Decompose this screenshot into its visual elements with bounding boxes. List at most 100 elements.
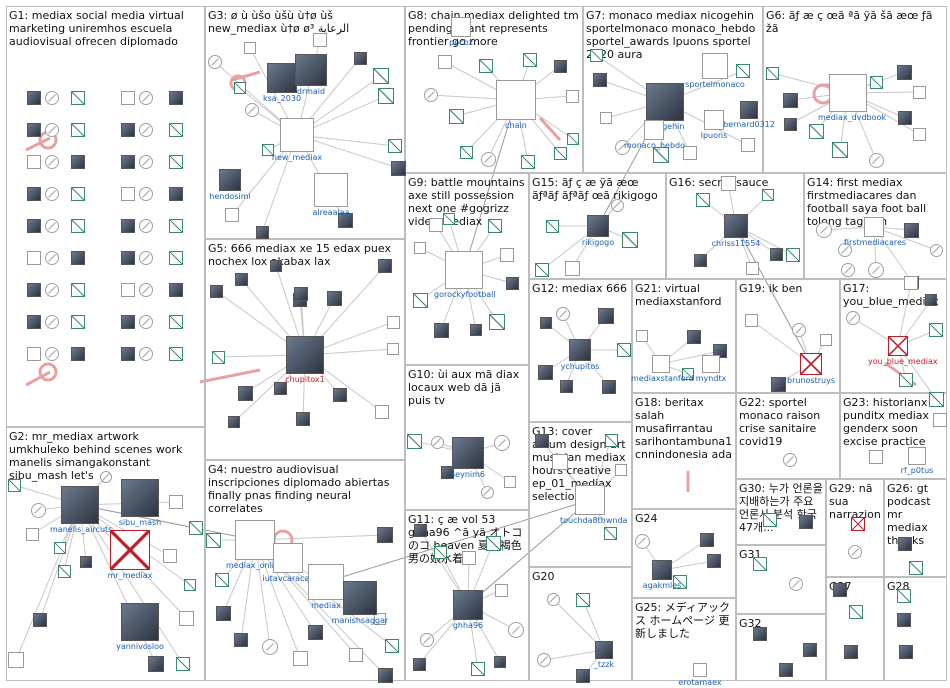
satellite-node[interactable]: [470, 324, 482, 336]
satellite-node[interactable]: [820, 334, 832, 346]
isolate-node[interactable]: [849, 605, 863, 619]
satellite-node[interactable]: [349, 648, 363, 662]
satellite-node[interactable]: [673, 575, 687, 589]
satellite-node[interactable]: [228, 416, 240, 428]
isolate-node[interactable]: [169, 187, 183, 201]
isolate-node[interactable]: [27, 283, 41, 297]
satellite-node[interactable]: [100, 471, 112, 483]
satellite-node[interactable]: [234, 633, 248, 647]
satellite-node[interactable]: [7, 478, 21, 492]
satellite-node[interactable]: [898, 111, 912, 125]
isolate-node[interactable]: [71, 251, 85, 265]
node-iutavcaracas[interactable]: [273, 543, 303, 573]
satellite-node[interactable]: [604, 433, 618, 447]
satellite-node[interactable]: [912, 127, 926, 141]
satellite-node[interactable]: [792, 323, 806, 337]
satellite-node[interactable]: [593, 73, 607, 87]
isolate-node[interactable]: [169, 123, 183, 137]
satellite-node[interactable]: [215, 605, 231, 621]
satellite-node[interactable]: [682, 368, 694, 380]
isolate-node[interactable]: [753, 627, 767, 641]
isolate-node[interactable]: [121, 283, 135, 297]
isolate-node[interactable]: [169, 219, 183, 233]
satellite-node[interactable]: [412, 292, 428, 308]
satellite-node[interactable]: [163, 549, 177, 563]
satellite-node[interactable]: [292, 650, 308, 666]
satellite-node[interactable]: [903, 222, 919, 238]
node-ychupitos[interactable]: [569, 339, 591, 361]
isolate-node[interactable]: [933, 413, 947, 427]
node-gorockyfootball[interactable]: [445, 251, 483, 289]
satellite-node[interactable]: [564, 260, 580, 276]
node-ksa_2030[interactable]: [267, 63, 297, 93]
satellite-node[interactable]: [424, 88, 438, 102]
satellite-node[interactable]: [388, 139, 402, 153]
isolate-node[interactable]: [27, 123, 41, 137]
satellite-node[interactable]: [576, 593, 590, 607]
isolate-node[interactable]: [763, 513, 777, 527]
satellite-node[interactable]: [296, 412, 310, 426]
isolate-node[interactable]: [71, 187, 85, 201]
node-new_mediax[interactable]: [280, 118, 314, 152]
node-erotamaex[interactable]: [693, 663, 707, 677]
isolate-node[interactable]: [139, 283, 153, 297]
satellite-node[interactable]: [420, 633, 434, 647]
satellite-node[interactable]: [546, 592, 560, 606]
isolate-node[interactable]: [789, 577, 803, 591]
node-manishsaggar[interactable]: [343, 581, 377, 615]
node-mediax_online[interactable]: [235, 520, 275, 560]
satellite-node[interactable]: [745, 261, 759, 275]
satellite-node[interactable]: [462, 551, 476, 565]
node-manelis_aircuts[interactable]: [61, 486, 99, 524]
satellite-node[interactable]: [707, 554, 721, 568]
satellite-node[interactable]: [333, 388, 347, 402]
isolate-node[interactable]: [45, 347, 59, 361]
satellite-node[interactable]: [488, 219, 502, 233]
node-mr_mediax[interactable]: [110, 530, 150, 570]
node-yannivosloo[interactable]: [121, 603, 159, 641]
satellite-node[interactable]: [614, 139, 630, 155]
satellite-node[interactable]: [929, 243, 943, 257]
satellite-node[interactable]: [205, 532, 221, 548]
satellite-node[interactable]: [808, 123, 824, 139]
node-sibu_mash[interactable]: [121, 479, 159, 517]
satellite-node[interactable]: [634, 533, 650, 549]
satellite-node[interactable]: [373, 68, 389, 84]
isolate-node[interactable]: [783, 453, 797, 467]
satellite-node[interactable]: [508, 622, 524, 638]
satellite-node[interactable]: [189, 521, 203, 535]
satellite-node[interactable]: [762, 189, 774, 201]
satellite-node[interactable]: [57, 564, 71, 578]
isolate-node[interactable]: [838, 243, 852, 257]
isolate-node[interactable]: [803, 643, 817, 657]
isolate-node[interactable]: [27, 315, 41, 329]
satellite-node[interactable]: [683, 146, 697, 160]
isolate-node[interactable]: [139, 123, 153, 137]
satellite-node[interactable]: [378, 259, 392, 273]
satellite-node[interactable]: [245, 103, 259, 117]
satellite-node[interactable]: [443, 213, 455, 225]
node-brunostruys[interactable]: [800, 353, 822, 375]
satellite-node[interactable]: [744, 313, 758, 327]
satellite-node[interactable]: [603, 526, 617, 540]
satellite-node[interactable]: [602, 380, 616, 394]
satellite-node[interactable]: [535, 434, 549, 448]
isolate-node[interactable]: [139, 155, 153, 169]
isolate-node[interactable]: [869, 450, 883, 464]
satellite-node[interactable]: [869, 75, 883, 89]
satellite-node[interactable]: [868, 152, 884, 168]
satellite-node[interactable]: [178, 610, 194, 626]
isolate-node[interactable]: [71, 123, 85, 137]
satellite-node[interactable]: [904, 276, 918, 290]
satellite-node[interactable]: [912, 85, 926, 99]
node-ghha96[interactable]: [453, 590, 483, 620]
isolate-node[interactable]: [779, 663, 793, 677]
isolate-node[interactable]: [121, 187, 135, 201]
satellite-node[interactable]: [459, 145, 473, 159]
satellite-node[interactable]: [184, 579, 196, 591]
isolate-node[interactable]: [45, 155, 59, 169]
isolate-node[interactable]: [169, 251, 183, 265]
isolate-node[interactable]: [897, 613, 911, 627]
node-lpuons[interactable]: [704, 110, 724, 130]
node-hendosimi[interactable]: [219, 169, 241, 191]
